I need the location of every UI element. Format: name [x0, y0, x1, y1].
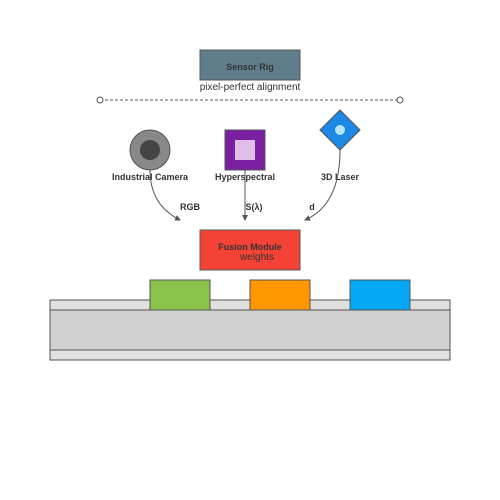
laser-emitter-icon [335, 125, 345, 135]
conveyor-bottom-rail [49, 349, 451, 361]
laser-signal-arrow [304, 149, 341, 221]
camera-lens-icon [140, 140, 160, 160]
fusion-module-subtitle: weights [239, 252, 274, 263]
conveyor-belt [49, 309, 451, 351]
conveyor-item-blue [349, 279, 411, 311]
fusion-module-box [199, 229, 301, 271]
conveyor-item-orange [249, 279, 311, 311]
laser-signal-label: d [309, 202, 315, 212]
hyperspectral-window-icon [235, 140, 255, 160]
alignment-caption: pixel-perfect alignment [200, 82, 301, 93]
conveyor-item-green [149, 279, 211, 311]
camera-signal-label: RGB [180, 202, 201, 212]
sensor-rig-box [199, 49, 301, 81]
rail-end-right [396, 96, 404, 104]
fusion-module-title: Fusion Module [218, 242, 282, 252]
rail-end-left [96, 96, 104, 104]
laser-label: 3D Laser [321, 172, 360, 182]
sensor-rig-title: Sensor Rig [226, 62, 274, 72]
hyperspectral-signal-label: S(λ) [245, 202, 262, 212]
camera-signal-arrow [149, 169, 181, 221]
